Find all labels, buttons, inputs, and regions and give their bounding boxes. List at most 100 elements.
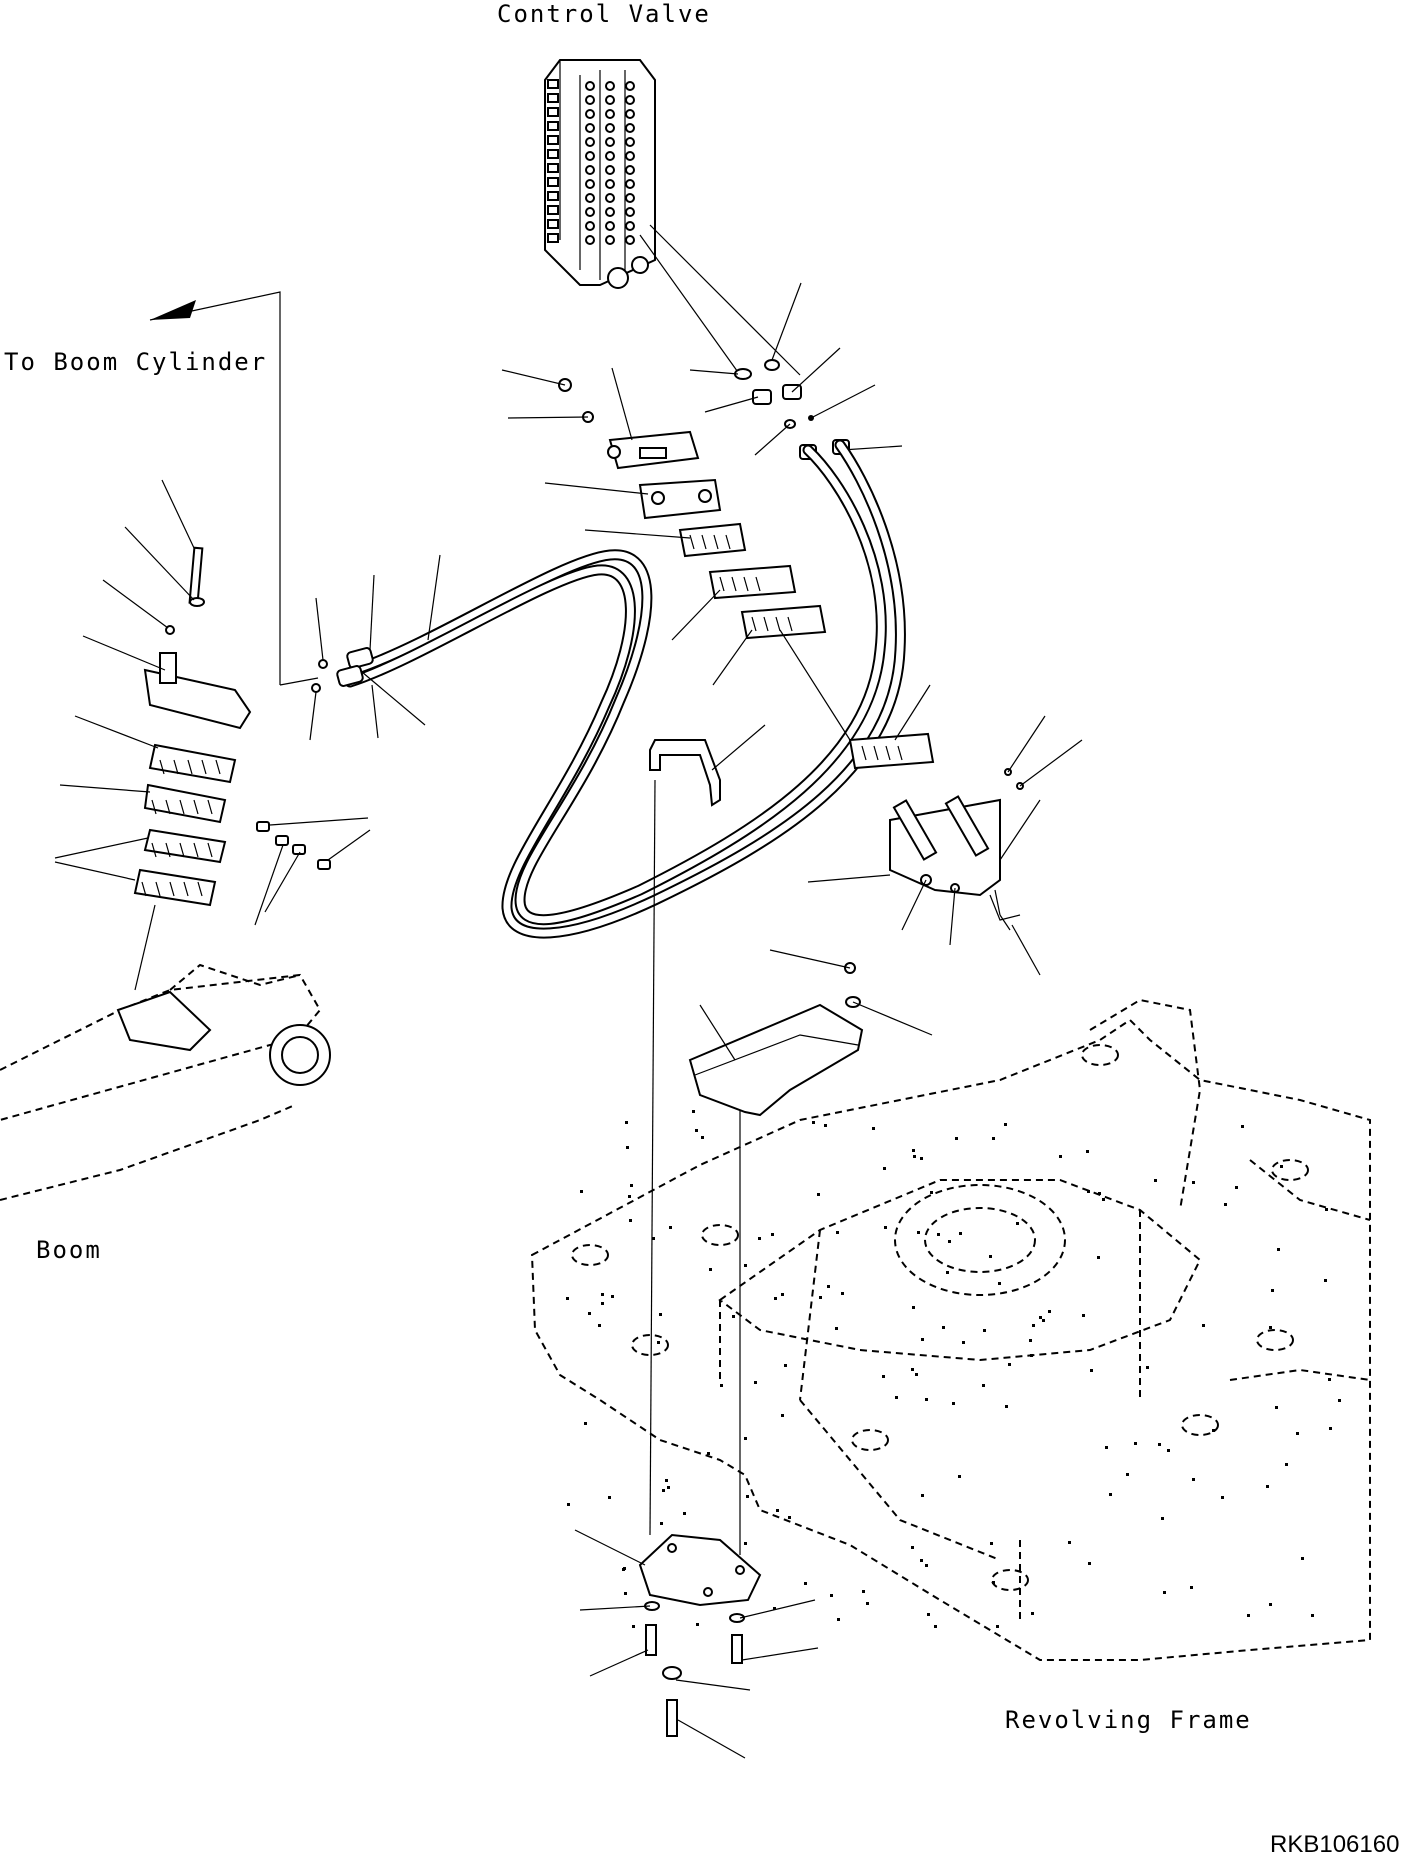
frame-rivet [1098, 1192, 1101, 1195]
valve-port [585, 221, 595, 231]
valve-port [585, 207, 595, 217]
frame-rivet [1158, 1443, 1161, 1446]
valve-port [625, 221, 635, 231]
valve-port [625, 165, 635, 175]
frame-rivet [611, 1295, 614, 1298]
clamp-rib [751, 616, 757, 632]
frame-rivet [1247, 1614, 1250, 1617]
valve-port [605, 165, 615, 175]
frame-rivet [1097, 1256, 1100, 1259]
frame-rivet [657, 1341, 660, 1344]
valve-spool [547, 177, 559, 187]
arrow-to-boom-cylinder [149, 291, 319, 686]
frame-rivet [1235, 1186, 1238, 1189]
label-boom: Boom [36, 1236, 102, 1264]
label-revolving-frame: Revolving Frame [1005, 1706, 1252, 1734]
clamp-tooth [151, 842, 157, 858]
frame-rivet [955, 1137, 958, 1140]
clamp-rib [725, 534, 731, 550]
frame-rivet [667, 1486, 670, 1489]
frame-rivet [1059, 1155, 1062, 1158]
valve-spool [547, 205, 559, 215]
frame-rivet [776, 1509, 779, 1512]
frame-rivet [1008, 1363, 1011, 1366]
frame-boss [991, 1569, 1029, 1591]
valve-port [605, 207, 615, 217]
frame-rivet [948, 1240, 951, 1243]
valve-spool [547, 93, 559, 103]
frame-rivet [989, 1255, 992, 1258]
cover-plate [688, 962, 864, 1117]
clamp-rib [861, 745, 867, 761]
frame-rivet [1328, 1378, 1331, 1381]
clamp-tooth [179, 799, 185, 815]
frame-boss [631, 1334, 669, 1356]
valve-port [585, 95, 595, 105]
frame-rivet [946, 1271, 949, 1274]
clamp-rib [701, 534, 707, 550]
valve-port [605, 123, 615, 133]
frame-rivet [921, 1494, 924, 1497]
frame-rivet [652, 1237, 655, 1240]
frame-rivet [1032, 1324, 1035, 1327]
frame-rivet [1325, 1208, 1328, 1211]
frame-rivet [992, 1581, 995, 1584]
frame-rivet [882, 1375, 885, 1378]
frame-rivet [837, 1618, 840, 1621]
valve-port [605, 95, 615, 105]
frame-rivet [1269, 1603, 1272, 1606]
frame-rivet [1082, 1314, 1085, 1317]
frame-rivet [746, 1495, 749, 1498]
valve-port [625, 207, 635, 217]
frame-rivet [1102, 1198, 1105, 1201]
frame-rivet [744, 1542, 747, 1545]
frame-rivet [830, 1594, 833, 1597]
frame-rivet [598, 1324, 601, 1327]
frame-rivet [632, 1625, 635, 1628]
clamp-tooth [155, 881, 161, 897]
frame-rivet [1068, 1541, 1071, 1544]
clamp-tooth [207, 799, 213, 815]
valve-port [605, 221, 615, 231]
frame-rivet [1269, 1326, 1272, 1329]
clamp-tooth [193, 799, 199, 815]
frame-rivet [754, 1381, 757, 1384]
frame-rivet [1042, 1319, 1045, 1322]
clamp-tooth [159, 759, 165, 775]
valve-port [605, 179, 615, 189]
frame-rivet [934, 1625, 937, 1628]
label-to-boom-cylinder: To Boom Cylinder [4, 348, 267, 376]
frame-rivet [920, 1559, 923, 1562]
valve-spool [547, 149, 559, 159]
frame-rivet [771, 1233, 774, 1236]
valve-port [625, 109, 635, 119]
frame-rivet [917, 1231, 920, 1234]
clamp-tooth [197, 881, 203, 897]
valve-port [585, 109, 595, 119]
frame-rivet [601, 1293, 604, 1296]
valve-spool [547, 107, 559, 117]
frame-rivet [1134, 1442, 1137, 1445]
frame-rivet [669, 1226, 672, 1229]
valve-port [625, 179, 635, 189]
clamp-rib [689, 534, 695, 550]
frame-rivet [841, 1292, 844, 1295]
frame-rivet [812, 1121, 815, 1124]
clamp-rib [713, 534, 719, 550]
frame-boss [1081, 1044, 1119, 1066]
frame-rivet [781, 1414, 784, 1417]
frame-rivet [608, 1496, 611, 1499]
clamp-rib [873, 745, 879, 761]
frame-rivet [1163, 1591, 1166, 1594]
boom-clamp-bracket [133, 546, 252, 907]
valve-port [605, 109, 615, 119]
frame-rivet [915, 1373, 918, 1376]
frame-rivet [921, 1338, 924, 1341]
frame-rivet [774, 1297, 777, 1300]
frame-rivet [937, 1233, 940, 1236]
frame-rivet [959, 1232, 962, 1235]
clamp-rib [885, 745, 891, 761]
frame-rivet [1271, 1289, 1274, 1292]
clamp-tooth [179, 842, 185, 858]
frame-rivet [930, 1191, 933, 1194]
